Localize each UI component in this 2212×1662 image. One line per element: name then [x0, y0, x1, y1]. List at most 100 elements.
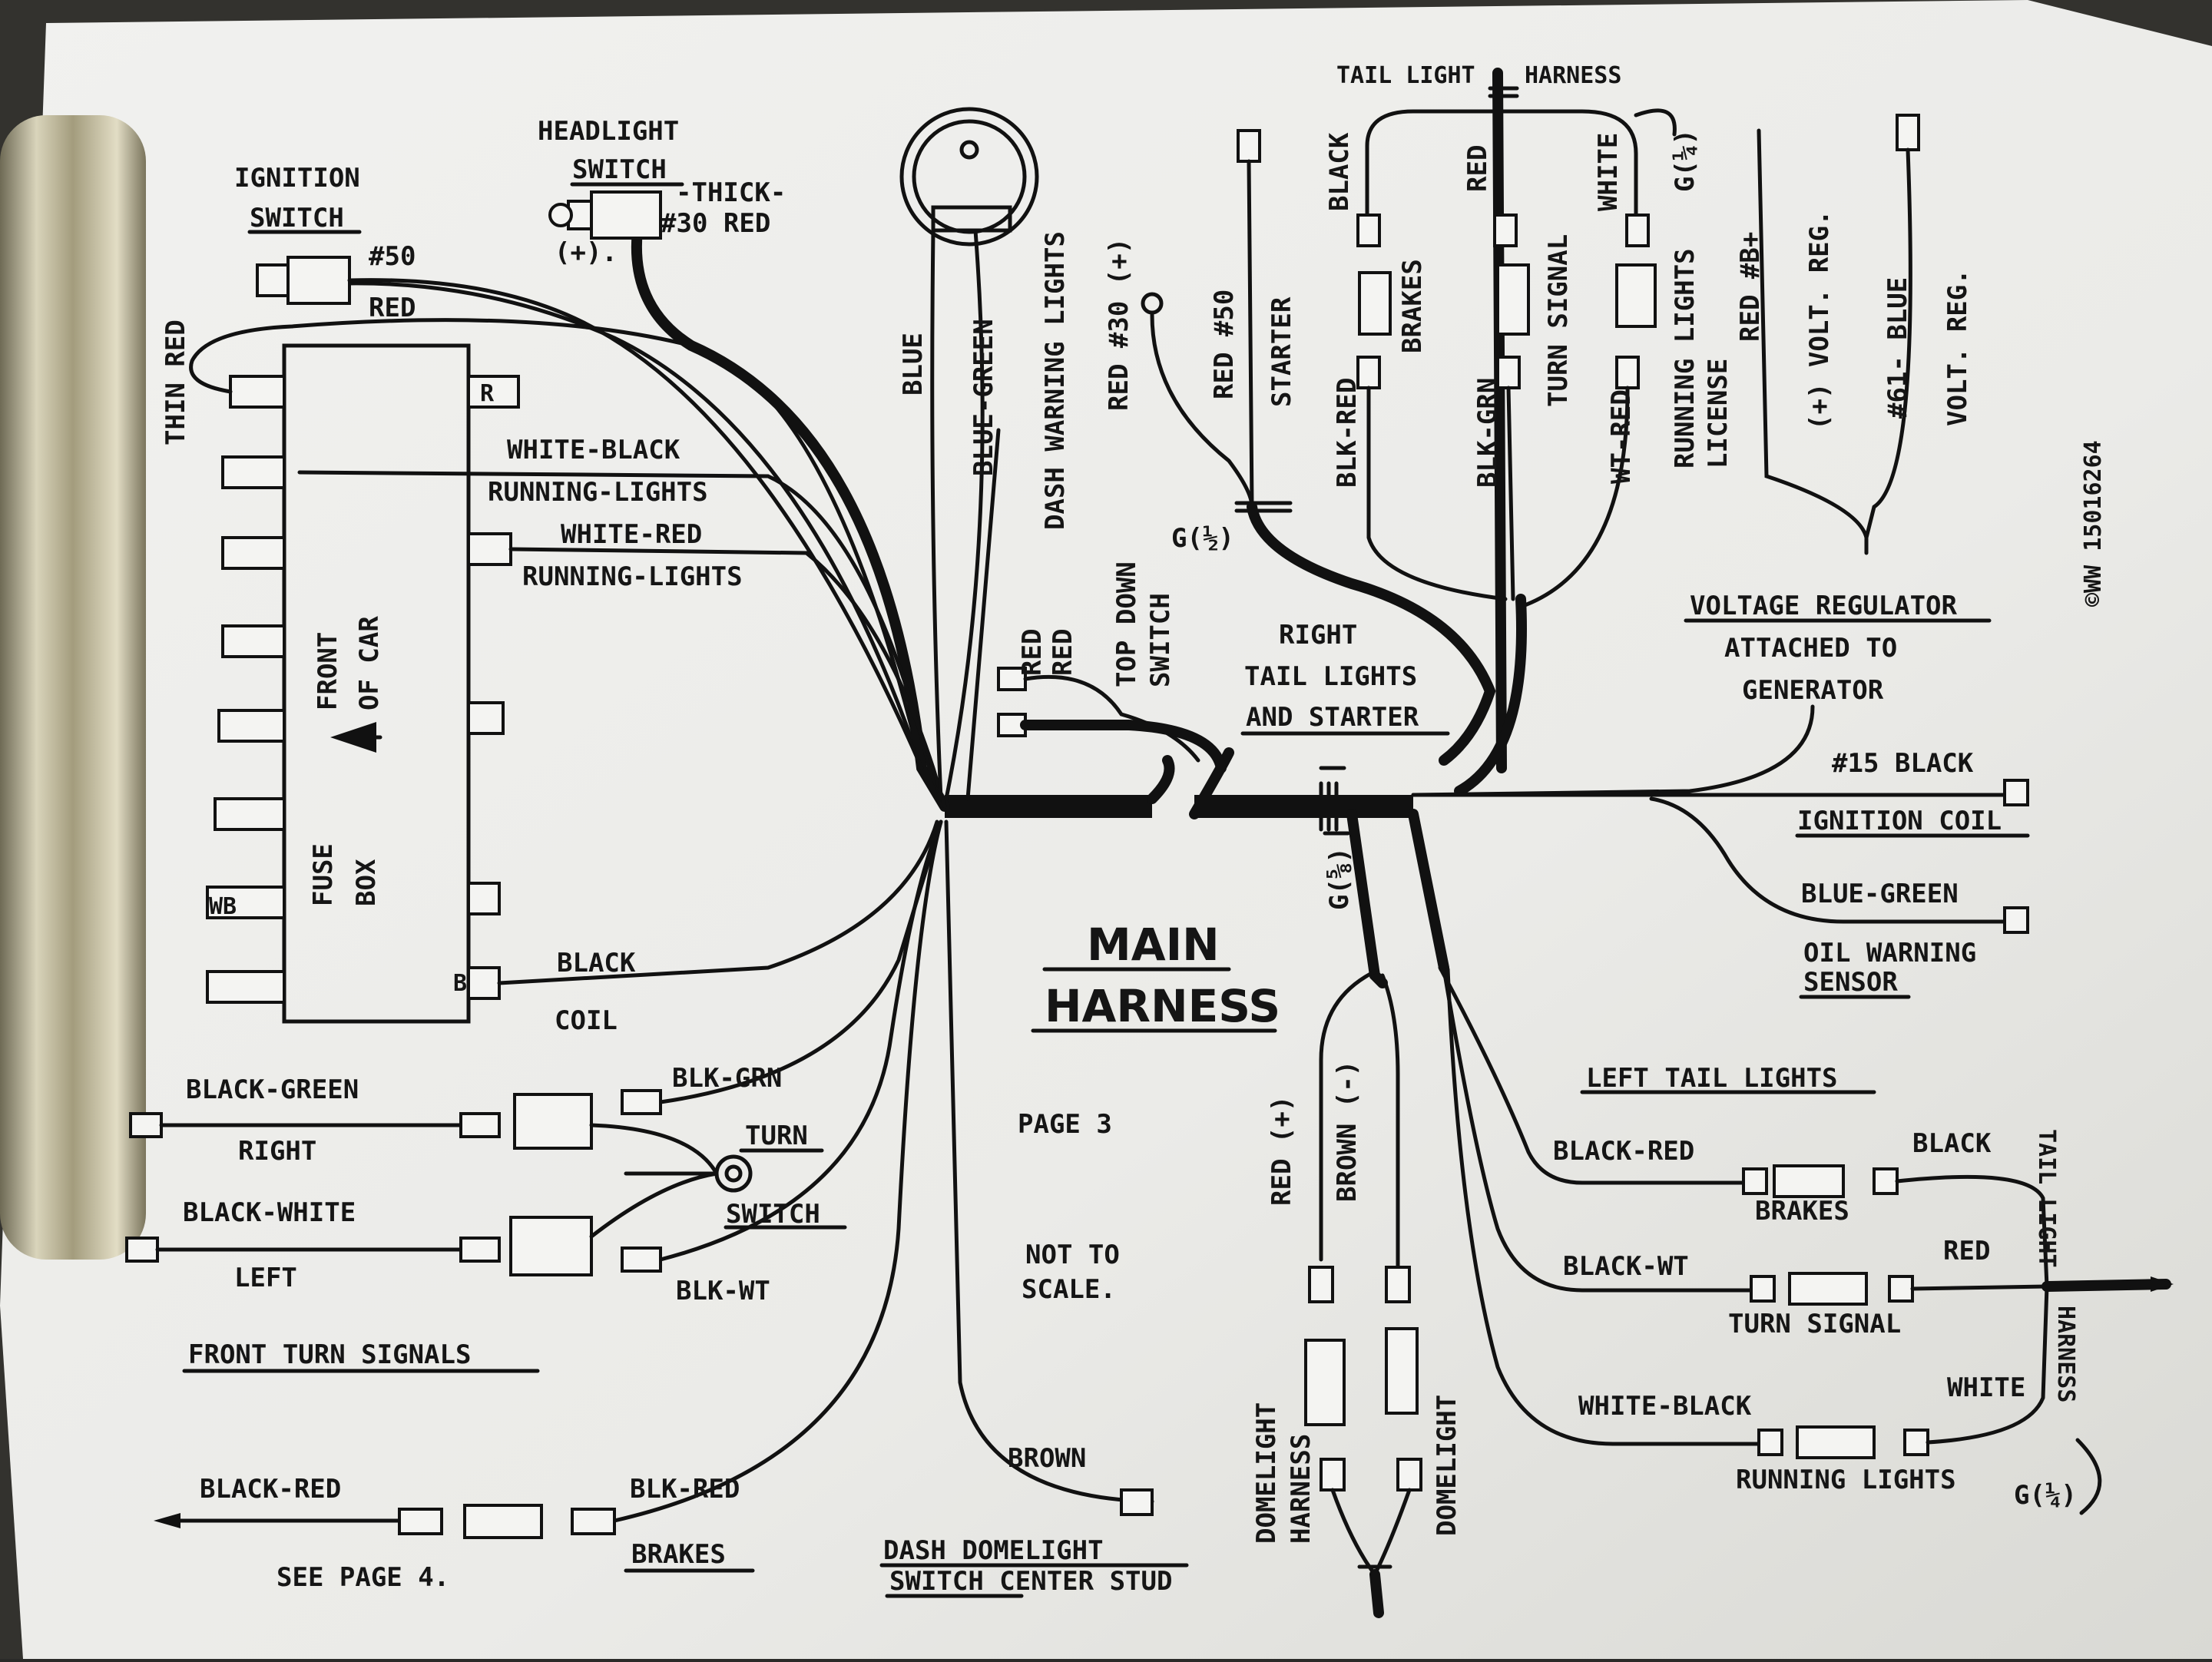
label-g-five-eighths: G(⅝) — [1324, 847, 1355, 910]
label-black-red-bottom: BLACK-RED — [200, 1474, 341, 1505]
label-switch: SWITCH — [726, 1199, 820, 1230]
label-tail-light-v: TAIL LIGHT — [2033, 1129, 2060, 1268]
label-voltage-reg-1: VOLTAGE REGULATOR — [1690, 591, 1958, 621]
label-blue-green: BLUE-GREEN — [969, 319, 999, 476]
label-ignition-1: IGNITION — [234, 163, 360, 194]
label-headlight-2: SWITCH — [572, 154, 667, 185]
bottom-brakes — [154, 1488, 1154, 1539]
label-red: RED — [369, 293, 416, 323]
label-running-lights-top: RUNNING LIGHTS — [1670, 248, 1700, 468]
title-main: MAIN — [1087, 919, 1220, 971]
label-ignition-2: SWITCH — [250, 203, 344, 233]
headlight-switch — [548, 190, 662, 240]
label-volt-reg: VOLT. REG. — [1942, 269, 1973, 426]
label-brakes-l: BRAKES — [1755, 1196, 1849, 1227]
label-brown: BROWN — [1008, 1443, 1086, 1474]
label-white-red: WHITE-RED — [561, 519, 702, 550]
label-blue-green-2: BLUE-GREEN — [1801, 879, 1959, 909]
label-coil: COIL — [555, 1005, 618, 1036]
starter-wires — [1141, 129, 1496, 766]
title-harness: HARNESS — [1045, 980, 1280, 1032]
label-blue: BLUE — [898, 333, 929, 396]
label-box: BOX — [351, 859, 382, 906]
label-blk-wt: BLK-WT — [676, 1276, 770, 1306]
label-ignition-coil: IGNITION COIL — [1797, 806, 2002, 836]
label-tail-light: TAIL LIGHT — [1336, 62, 1475, 89]
harness-wires-left — [189, 225, 1154, 1523]
label-red-30: RED #30 (+) — [1104, 238, 1134, 411]
label-harness-v: HARNESS — [2052, 1306, 2079, 1402]
label-red-1: RED — [1017, 629, 1048, 676]
label-red-50: RED #50 — [1209, 290, 1240, 399]
label-turn-signal-top: TURN SIGNAL — [1543, 234, 1574, 407]
label-running-lights-2: RUNNING-LIGHTS — [522, 561, 743, 592]
label-license: LICENSE — [1703, 359, 1734, 468]
label-blk-red-top: BLK-RED — [1332, 378, 1363, 488]
label-top-down-switch: SWITCH — [1145, 593, 1176, 687]
right-tail-harness — [1356, 68, 1677, 796]
label-black-white: BLACK-WHITE — [183, 1197, 356, 1228]
label-red-b-plus: RED #B+ — [1735, 232, 1766, 342]
label-brown-minus: BROWN (-) — [1332, 1061, 1363, 1202]
label-oil-sensor: SENSOR — [1803, 967, 1898, 998]
label-front-turn-signals: FRONT TURN SIGNALS — [188, 1339, 471, 1370]
label-running-lights-l: RUNNING LIGHTS — [1736, 1465, 1956, 1495]
label-fuse-wb: WB — [209, 893, 237, 920]
right-outputs — [1411, 779, 2029, 934]
label-blk-red-bottom: BLK-RED — [630, 1474, 740, 1505]
label-white-black: WHITE-BLACK — [507, 435, 680, 465]
ignition-switch — [256, 256, 924, 770]
label-headlight-1: HEADLIGHT — [538, 116, 679, 147]
label-wt-red-top: WT-RED — [1606, 389, 1637, 484]
fuse-box — [206, 343, 520, 1024]
roller-clip — [0, 115, 146, 1260]
main-trunk — [945, 747, 1413, 832]
label-domelight-harness-2: HARNESS — [1286, 1434, 1316, 1544]
label-black-l: BLACK — [1912, 1128, 1992, 1159]
label-page: PAGE 3 — [1018, 1109, 1112, 1140]
label-oil-warning: OIL WARNING — [1803, 938, 1976, 968]
label-top-down: TOP DOWN — [1111, 561, 1142, 687]
label-left-tail-lights: LEFT TAIL LIGHTS — [1586, 1063, 1838, 1094]
label-red-top: RED — [1462, 145, 1493, 192]
label-g-quarter-bottom: G(¼) — [2014, 1480, 2077, 1511]
label-thin-red: THIN RED — [161, 319, 191, 445]
label-switch-center-stud: SWITCH CENTER STUD — [889, 1566, 1172, 1597]
label-white-black-l: WHITE-BLACK — [1578, 1391, 1752, 1422]
label-50: #50 — [369, 241, 416, 272]
label-right: RIGHT — [238, 1136, 316, 1167]
label-g-half: G(½) — [1171, 523, 1234, 554]
domelight-harness — [1304, 766, 1422, 1618]
label-red-plus: RED (+) — [1267, 1096, 1297, 1206]
label-fuse-b: B — [453, 970, 467, 997]
label-dash-domelight: DASH DOMELIGHT — [883, 1535, 1104, 1566]
label-white-top: WHITE — [1593, 133, 1624, 211]
label-left: LEFT — [234, 1263, 297, 1293]
top-down-switch — [997, 667, 1227, 773]
label-scale: SCALE. — [1022, 1274, 1116, 1305]
label-white-l: WHITE — [1947, 1372, 2025, 1403]
label-red-l: RED — [1943, 1236, 1990, 1266]
label-see-page: SEE PAGE 4. — [276, 1562, 449, 1593]
label-voltage-reg-3: GENERATOR — [1742, 675, 1884, 706]
label-right-tail-3: AND STARTER — [1246, 702, 1419, 733]
left-tail-harness — [1408, 809, 2174, 1515]
label-30-red: #30 RED — [661, 208, 770, 239]
label-running-lights-1: RUNNING-LIGHTS — [488, 477, 708, 508]
label-right-tail-1: RIGHT — [1279, 620, 1357, 651]
label-brakes-top: BRAKES — [1397, 259, 1428, 353]
label-black: BLACK — [557, 948, 636, 978]
label-blk-grn-top: BLK-GRN — [1472, 378, 1503, 488]
label-red-2: RED — [1048, 629, 1078, 676]
label-black-top: BLACK — [1324, 132, 1355, 211]
label-thick: -THICK- — [676, 177, 786, 208]
label-blk-grn: BLK-GRN — [672, 1063, 782, 1094]
label-fuse-r: R — [480, 380, 495, 407]
label-front: FRONT — [313, 632, 343, 710]
underlines — [182, 182, 2030, 1598]
voltage-regulator — [1411, 114, 1920, 797]
label-turn: TURN — [745, 1121, 808, 1151]
diagram-labels: IGNITION SWITCH HEADLIGHT SWITCH -THICK-… — [161, 62, 2107, 1597]
label-black-wt-l: BLACK-WT — [1563, 1251, 1689, 1282]
